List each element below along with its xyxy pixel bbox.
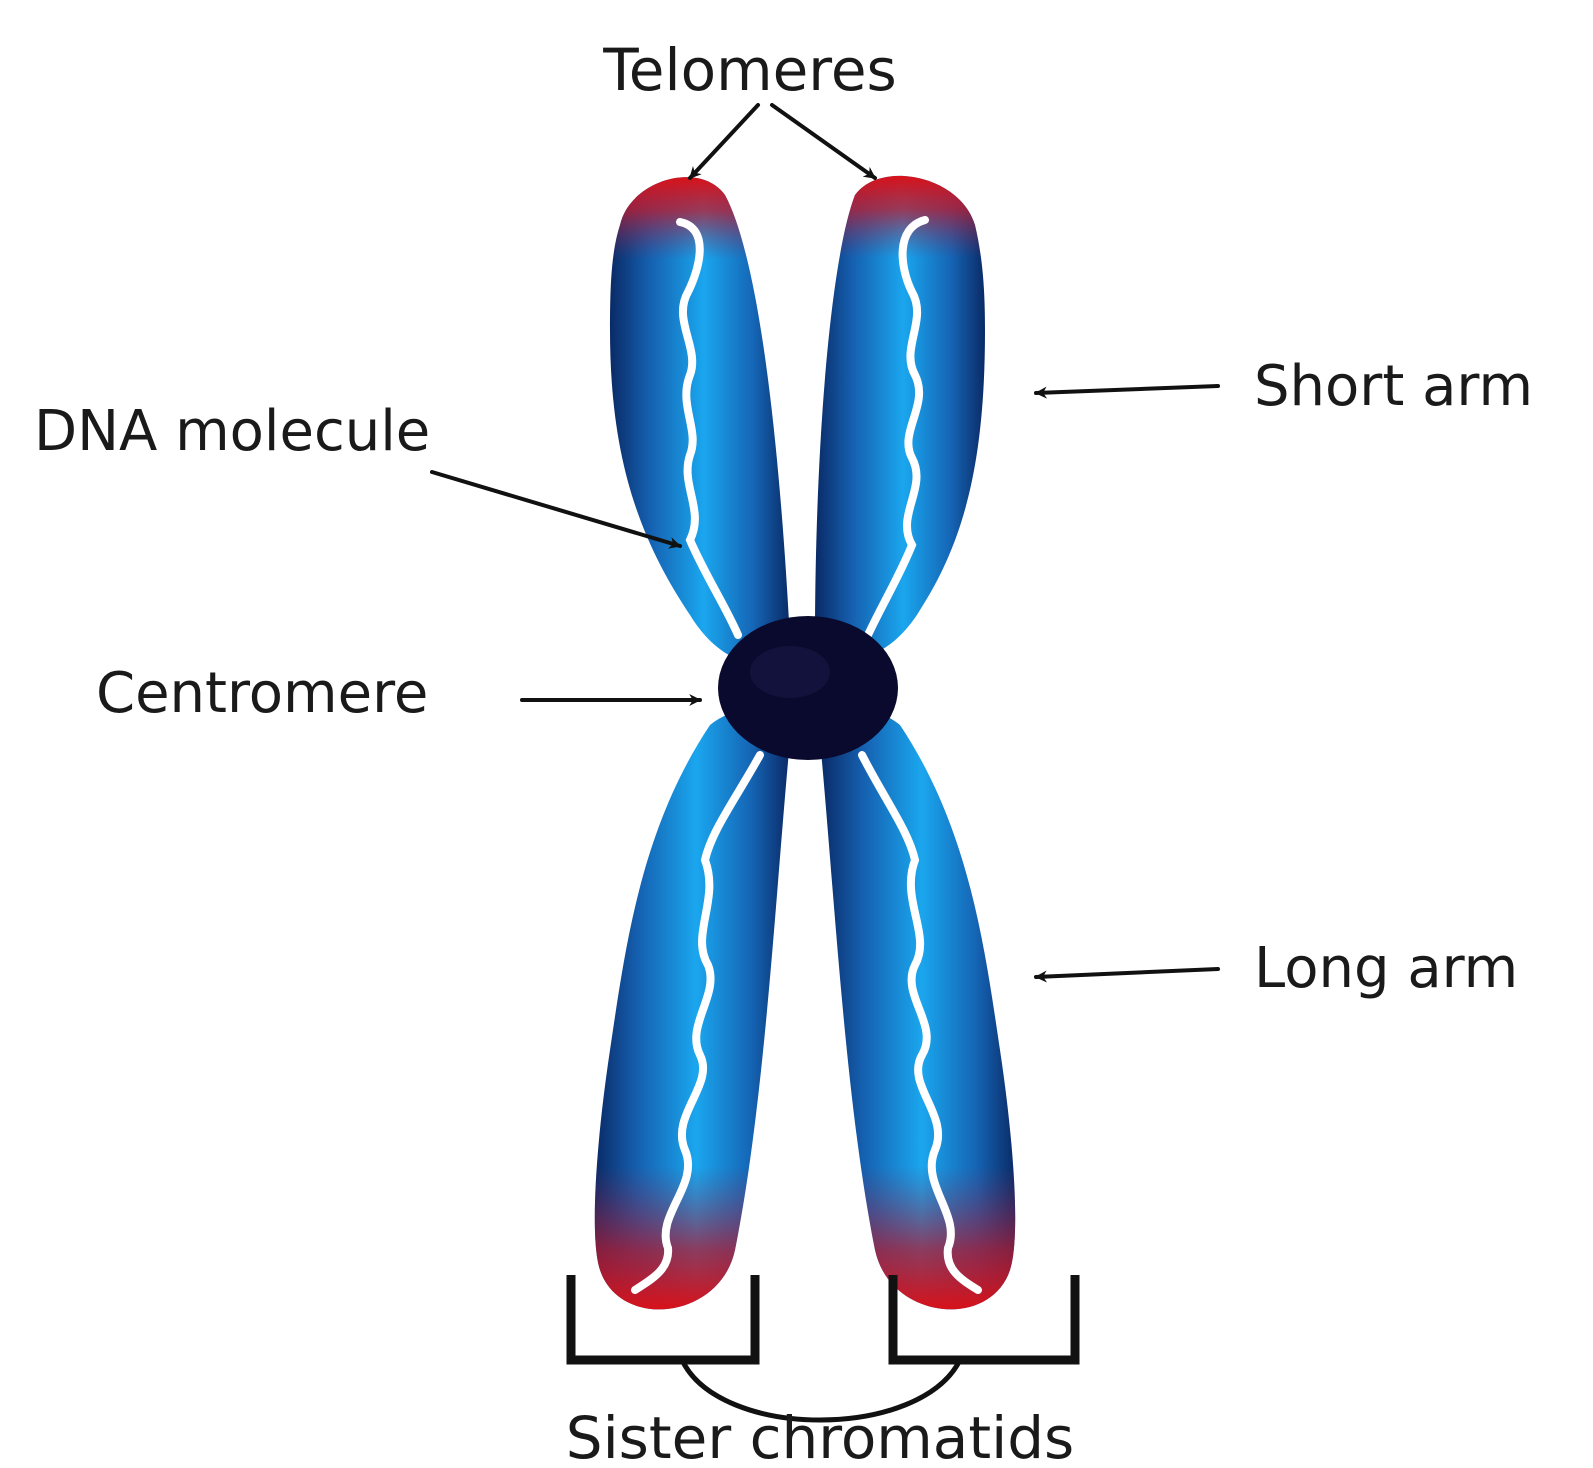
telomere-arrow-left — [690, 105, 758, 178]
centromere-body — [718, 616, 898, 760]
upper-left-chromatid — [610, 177, 790, 663]
dna-molecule-label: DNA molecule — [34, 399, 430, 464]
sister-chromatids-label: Sister chromatids — [566, 1404, 1075, 1468]
lower-left-chromatid — [595, 711, 790, 1310]
lower-right-chromatid — [820, 711, 1015, 1310]
short-arm-arrow — [1036, 386, 1218, 393]
upper-right-chromatid — [815, 176, 985, 659]
long-arm-label: Long arm — [1254, 936, 1518, 1001]
centromere-label: Centromere — [96, 661, 428, 726]
telomere-arrow-right — [772, 105, 875, 178]
telomeres-label: Telomeres — [602, 36, 897, 104]
long-arm-arrow — [1036, 969, 1218, 977]
short-arm-label: Short arm — [1254, 354, 1533, 419]
